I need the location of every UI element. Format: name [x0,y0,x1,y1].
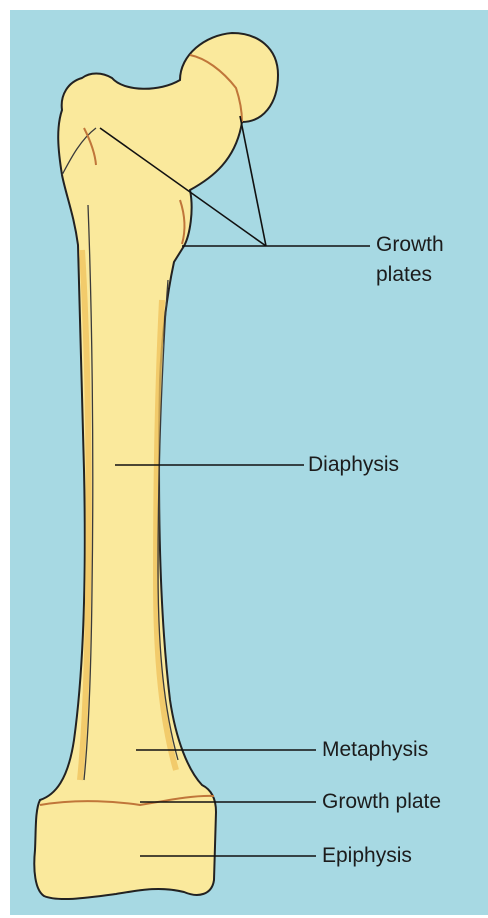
label-epiphysis: Epiphysis [322,843,412,868]
label-growth-plates-line1: Growth [376,232,444,257]
label-metaphysis: Metaphysis [322,737,428,762]
label-diaphysis: Diaphysis [308,452,399,477]
label-growth-plate: Growth plate [322,789,441,814]
leader-growth-plates-2 [240,116,266,246]
label-growth-plates-line2: plates [376,262,432,287]
